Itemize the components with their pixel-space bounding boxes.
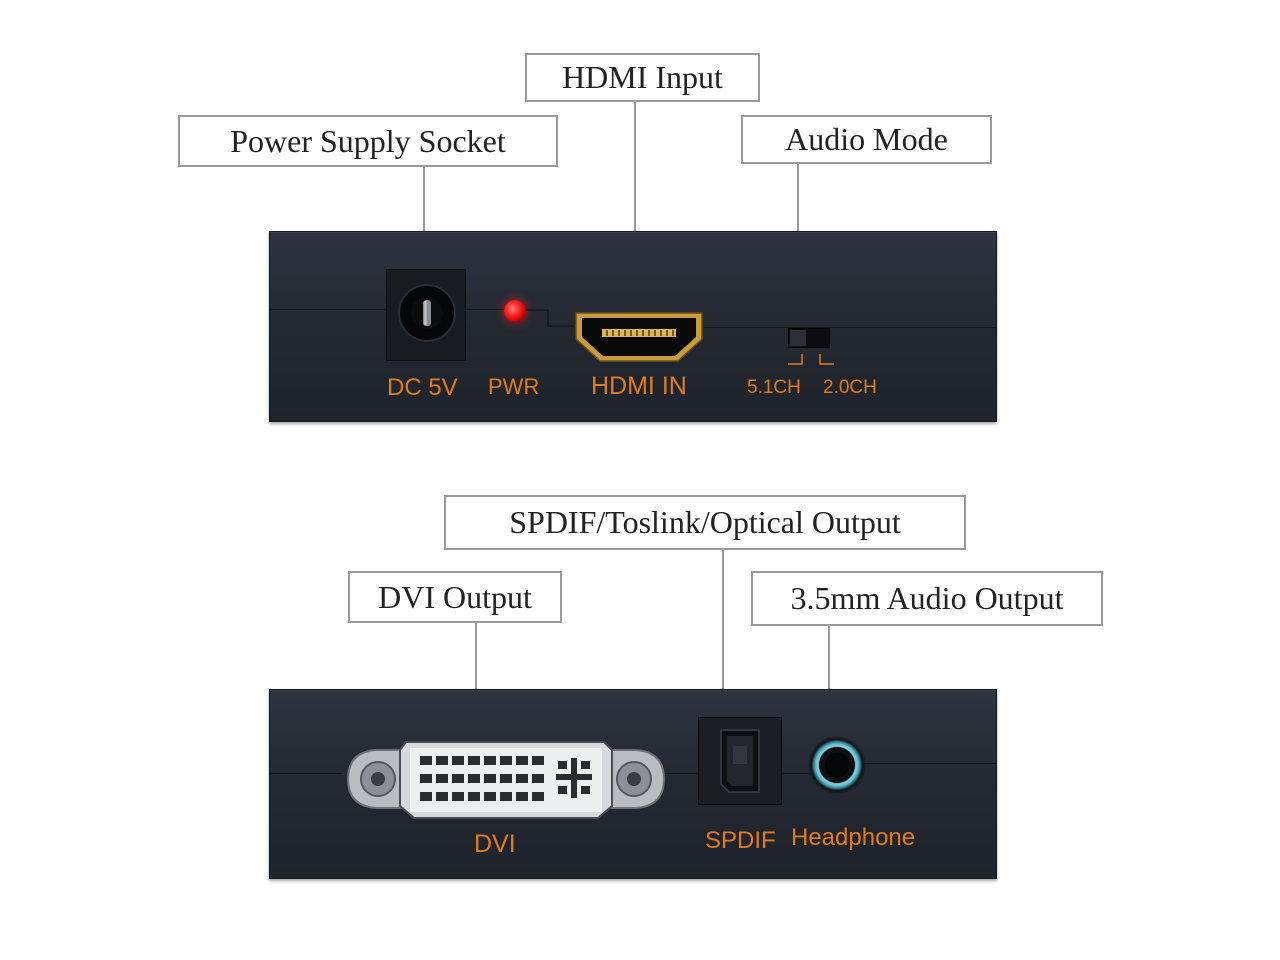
- dvi-port-icon[interactable]: [340, 734, 670, 824]
- pwr-label: PWR: [488, 374, 540, 399]
- panel-seam-line: [666, 773, 698, 774]
- hdmi-input-callout: HDMI Input: [525, 53, 760, 102]
- panel-seam-line: [466, 309, 526, 310]
- switch-bracket-icon: [788, 354, 834, 365]
- power-supply-socket-callout: Power Supply Socket: [178, 115, 558, 167]
- dc-power-socket[interactable]: [386, 269, 466, 361]
- spdif-label: SPDIF: [705, 827, 776, 854]
- converter-top-panel: DC 5V PWR HDMI IN 5.1CH 2.0CH: [269, 231, 997, 422]
- panel-seam-line: [782, 773, 810, 774]
- spdif-output-callout: SPDIF/Toslink/Optical Output: [444, 495, 966, 550]
- optical-port-icon: [720, 729, 760, 793]
- dvi-output-callout: DVI Output: [348, 571, 562, 623]
- panel-seam-line: [850, 763, 996, 764]
- switch-knob: [790, 330, 806, 346]
- trace-line: [526, 309, 574, 327]
- panel-seam-line: [270, 309, 386, 310]
- audio-mode-switch[interactable]: [788, 328, 830, 348]
- dc5v-label: DC 5V: [387, 374, 458, 401]
- panel-seam-line: [704, 327, 996, 328]
- dc-socket-icon: [398, 284, 456, 342]
- converter-bottom-panel: DVI SPDIF Headphone: [269, 689, 997, 879]
- audio-mode-callout: Audio Mode: [741, 115, 992, 164]
- power-led-icon: [504, 300, 526, 322]
- hdmi-port-icon[interactable]: [572, 309, 706, 365]
- spdif-optical-port[interactable]: [698, 717, 782, 805]
- hdmi-in-label: HDMI IN: [591, 372, 687, 400]
- panel-seam-line: [270, 773, 342, 774]
- ch20-label: 2.0CH: [823, 377, 877, 398]
- dvi-label: DVI: [474, 830, 516, 858]
- headphone-label: Headphone: [791, 824, 916, 851]
- ch51-label: 5.1CH: [747, 377, 801, 398]
- spdif-leader-line: [722, 550, 724, 745]
- audio-output-callout: 3.5mm Audio Output: [751, 571, 1103, 626]
- hdmi-input-leader-line: [634, 102, 636, 327]
- headphone-jack-icon[interactable]: [810, 738, 864, 792]
